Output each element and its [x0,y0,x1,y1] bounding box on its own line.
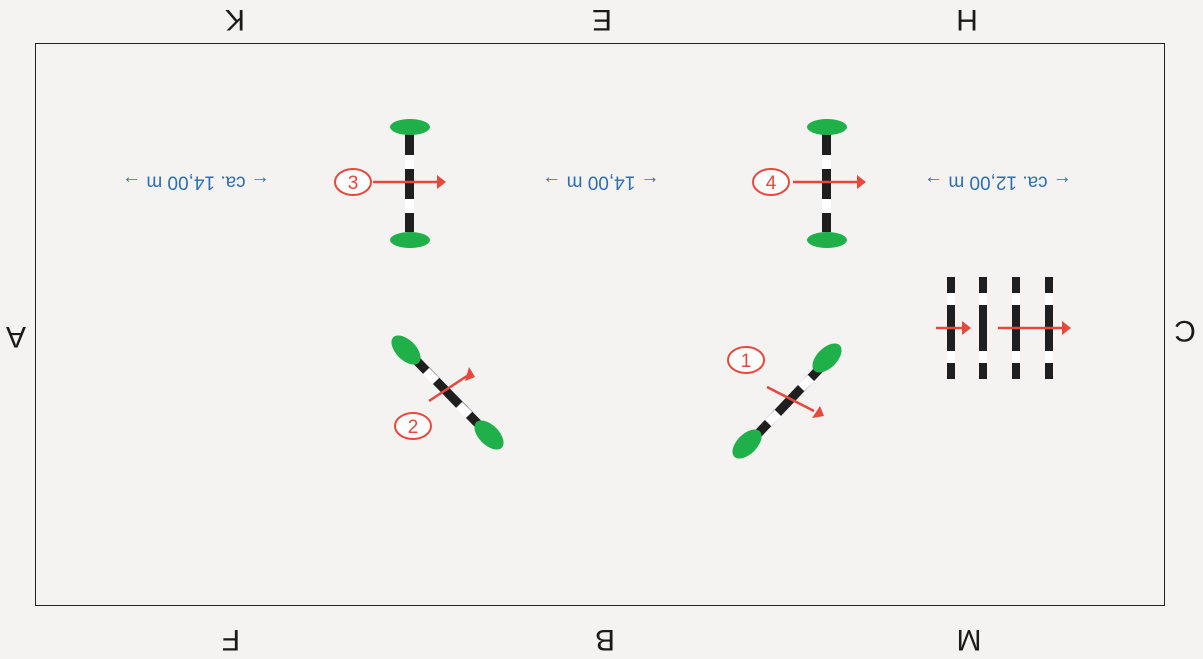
jump-1: 1 [727,343,842,459]
jump-1-number-badge [727,346,765,374]
jump-2: 2 [391,335,504,450]
jump-3: 3 [334,119,446,248]
jump-3-number-badge [334,168,372,196]
jump-2-number: 2 [408,417,419,438]
jump-4-number-badge [752,168,790,196]
jump-4: 4 [752,119,866,248]
ground-pole-3 [979,277,987,379]
ground-poles [936,277,1071,379]
jump-3-number: 3 [348,173,359,194]
jump-2-number-badge [394,412,432,440]
jump-4-number: 4 [766,173,777,194]
jump-1-number: 1 [741,351,752,372]
